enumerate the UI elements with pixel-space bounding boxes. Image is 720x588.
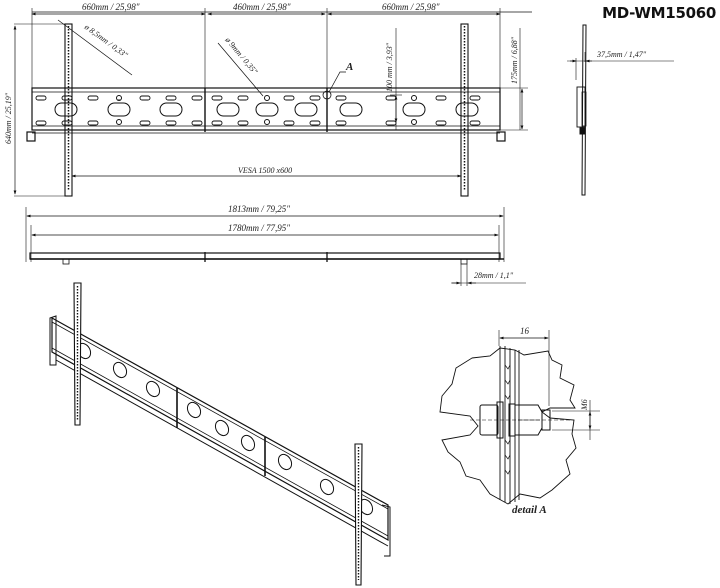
side-view — [567, 24, 674, 196]
height-total-label: 640mm / 25,19" — [4, 92, 13, 144]
dim-top-left: 660mm / 25,98" — [82, 2, 140, 12]
hole-left-label: ø 8,5mm / 0,33" — [82, 22, 130, 60]
isometric-view — [49, 282, 391, 586]
top-view-labels: 1813mm / 79,25" 1780mm / 77,95" 28mm / 1… — [228, 204, 514, 280]
slot-spacing-label: 100 mm / 3,93" — [385, 42, 394, 92]
top-view — [25, 207, 526, 286]
detail-thread-label: M6 — [580, 399, 589, 411]
detail-caption: detail A — [512, 504, 547, 516]
dim-top-right: 660mm / 25,98" — [382, 2, 440, 12]
front-view — [13, 8, 532, 197]
tab-width-label: 28mm / 1,1" — [474, 271, 514, 280]
dim-top-center: 460mm / 25,98" — [233, 2, 291, 12]
model-title: MD-WM15060 — [602, 4, 716, 22]
depth-label: 37,5mm / 1,47" — [596, 50, 647, 59]
overall-width-label: 1813mm / 79,25" — [228, 204, 290, 214]
detail-a-labels: 16 M6 detail A — [512, 326, 589, 516]
detail-a-view — [439, 330, 600, 505]
detail-width-label: 16 — [520, 326, 530, 336]
vesa-label: VESA 1500 x600 — [238, 166, 292, 175]
detail-marker: A — [345, 61, 353, 73]
plate-height-label: 175mm / 6,88" — [510, 36, 519, 84]
rail-width-label: 1780mm / 77,95" — [228, 223, 290, 233]
